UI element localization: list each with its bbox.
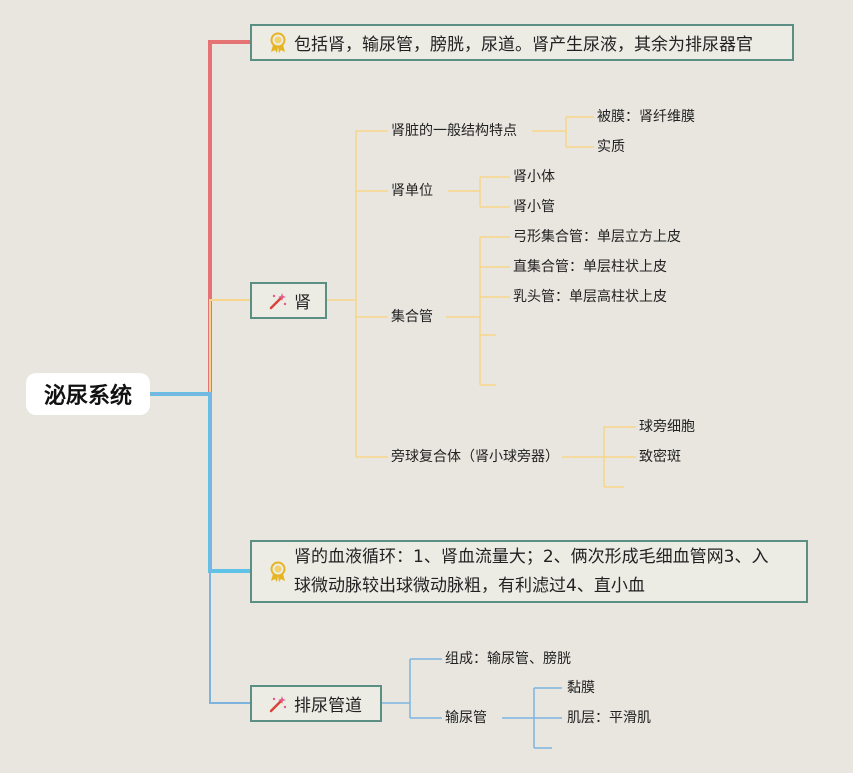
nephron-label[interactable]: 肾单位: [391, 183, 433, 199]
blood-text-line2: 球微动脉较出球微动脉粗，有利滤过4、直小血: [294, 575, 645, 596]
drainage-text: 排尿管道: [294, 696, 362, 716]
nephron-connector: [448, 176, 510, 208]
ureter-label[interactable]: 输尿管: [445, 710, 487, 726]
blood-circulation-text: 肾的血液循环：1、肾血流量大；2、俩次形成毛细血管网3、入 球微动脉较出球微动脉…: [294, 543, 768, 601]
collecting-child-0[interactable]: 弓形集合管：单层立方上皮: [513, 229, 681, 245]
branch-line-summary: [150, 40, 251, 396]
branch-line-kidney: [150, 299, 251, 395]
ureter-connector: [502, 687, 562, 749]
kidney-node[interactable]: 肾: [250, 282, 327, 319]
nephron-child-0[interactable]: 肾小体: [513, 169, 555, 185]
general-child-0[interactable]: 被膜：肾纤维膜: [597, 109, 695, 125]
summary-node[interactable]: 包括肾，输尿管，膀胱，尿道。肾产生尿液，其余为排尿器官: [250, 24, 794, 61]
drainage-node[interactable]: 排尿管道: [250, 685, 382, 722]
ureter-child-0[interactable]: 黏膜: [567, 680, 595, 696]
award-ribbon-icon: [268, 32, 288, 54]
general-connector: [532, 116, 594, 148]
juxta-child-1[interactable]: 致密斑: [639, 449, 681, 465]
kidney-text: 肾: [294, 293, 311, 313]
drainage-trunk: [382, 658, 442, 719]
blood-circulation-node[interactable]: 肾的血液循环：1、肾血流量大；2、俩次形成毛细血管网3、入 球微动脉较出球微动脉…: [250, 540, 808, 603]
magic-wand-icon: [268, 291, 288, 311]
general-child-1[interactable]: 实质: [597, 139, 625, 155]
collecting-connector: [446, 236, 510, 386]
root-node[interactable]: 泌尿系统: [26, 373, 150, 415]
branch-line-blood: [150, 392, 251, 573]
magic-wand-icon: [268, 694, 288, 714]
ureter-child-1[interactable]: 肌层：平滑肌: [567, 710, 651, 726]
collecting-label[interactable]: 集合管: [391, 309, 433, 325]
kidney-trunk: [326, 131, 357, 457]
drainage-composition-label[interactable]: 组成：输尿管、膀胱: [445, 651, 571, 667]
blood-text-line1: 肾的血液循环：1、肾血流量大；2、俩次形成毛细血管网3、入: [294, 546, 769, 567]
general-structure-label[interactable]: 肾脏的一般结构特点: [391, 123, 517, 139]
juxta-connector: [562, 426, 636, 488]
juxta-label[interactable]: 旁球复合体（肾小球旁器）: [391, 449, 559, 465]
collecting-child-1[interactable]: 直集合管：单层柱状上皮: [513, 259, 667, 275]
juxta-child-0[interactable]: 球旁细胞: [639, 419, 695, 435]
collecting-child-2[interactable]: 乳头管：单层高柱状上皮: [513, 289, 667, 305]
summary-text: 包括肾，输尿管，膀胱，尿道。肾产生尿液，其余为排尿器官: [294, 35, 753, 55]
nephron-child-1[interactable]: 肾小管: [513, 199, 555, 215]
award-ribbon-icon: [268, 561, 288, 583]
branch-line-drainage: [150, 393, 251, 704]
